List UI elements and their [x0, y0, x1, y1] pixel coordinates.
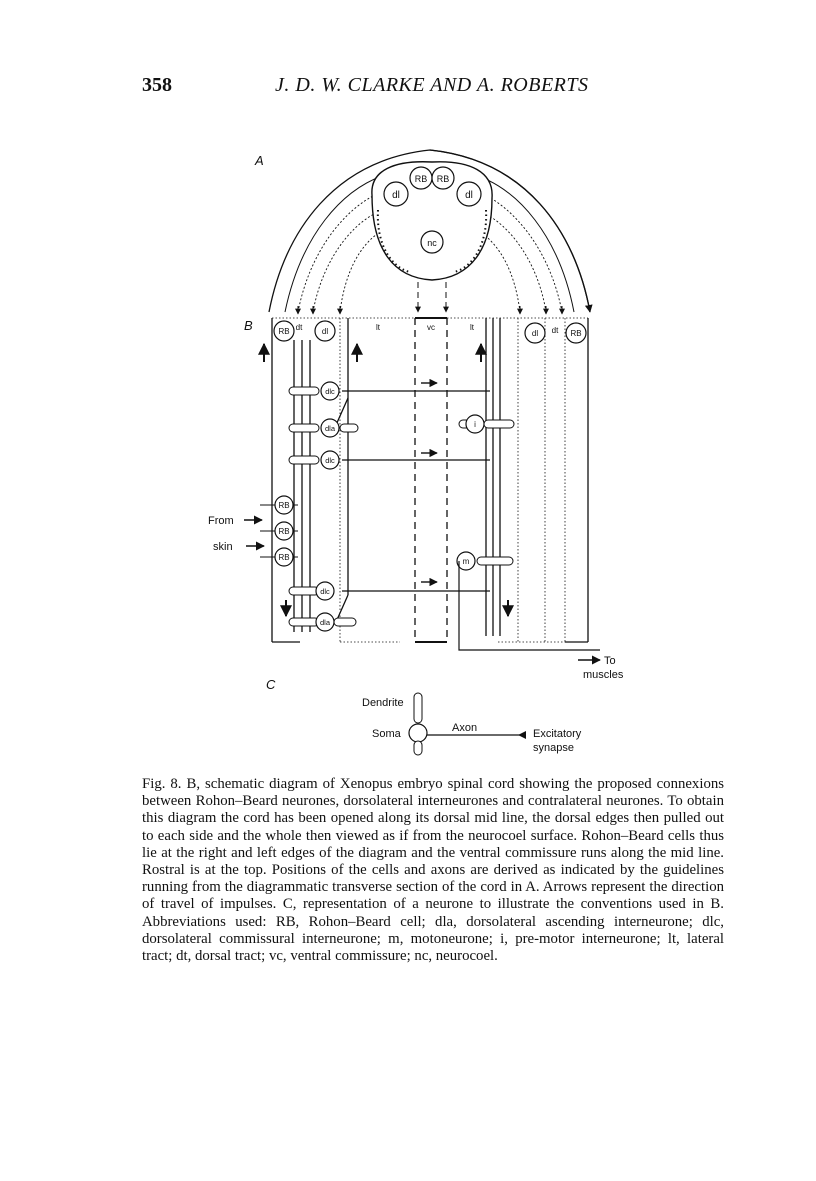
rb-label: RB	[278, 527, 289, 536]
running-title: J. D. W. CLARKE AND A. ROBERTS	[275, 74, 589, 96]
neurocoel	[420, 230, 444, 254]
dl-label: dl	[392, 190, 400, 201]
dlc-label: dlc	[320, 587, 330, 596]
panel-b-label: B	[244, 318, 253, 333]
soma-label: Soma	[372, 728, 402, 740]
synapse-label: synapse	[533, 742, 574, 754]
dla-label: dla	[325, 424, 336, 433]
dlc-cell	[320, 450, 340, 470]
m-label: m	[463, 557, 470, 566]
panel-c-label: C	[266, 677, 276, 692]
panel-a-label: A	[254, 153, 264, 168]
lt-label-right: lt	[470, 323, 475, 332]
axon-label: Axon	[452, 722, 477, 734]
dl-cell-left	[383, 181, 409, 207]
dl-label: dl	[465, 190, 473, 201]
dl-cell-right	[456, 181, 482, 207]
dl-cell	[524, 322, 546, 344]
rb-label: RB	[415, 174, 428, 184]
opened-cord-diagram: dt lt vc lt dt RB dl dl RB	[208, 317, 624, 681]
to-label: To	[604, 655, 616, 667]
dlc-label: dlc	[325, 387, 335, 396]
dt-label-left: dt	[296, 323, 303, 332]
rb-label: RB	[278, 501, 289, 510]
lt-label-left: lt	[376, 323, 381, 332]
i-label: i	[474, 420, 476, 429]
page-number: 358	[142, 74, 172, 96]
rb-label: RB	[278, 553, 289, 562]
page-header: 358 J. D. W. CLARKE AND A. ROBERTS	[0, 70, 816, 106]
figure-8-diagram: A B C RB RB dl dl nc	[208, 149, 624, 756]
m-cell	[456, 551, 476, 571]
transverse-section: RB RB dl dl nc	[268, 149, 593, 315]
rb-label: RB	[437, 174, 450, 184]
figure-caption: Fig. 8. B, schematic diagram of Xenopus …	[142, 776, 724, 965]
dlc-cell	[315, 581, 335, 601]
excitatory-label: Excitatory	[533, 728, 582, 740]
rb-cell	[274, 521, 294, 541]
neurone-legend: Dendrite Soma Axon Excitatory synapse	[362, 692, 582, 756]
dl-cell	[314, 320, 336, 342]
nc-label: nc	[427, 238, 437, 248]
soma-shape	[408, 723, 428, 743]
rb-cell	[565, 322, 587, 344]
dl-label: dl	[532, 329, 538, 338]
dlc-label: dlc	[325, 456, 335, 465]
rb-label: RB	[278, 327, 289, 336]
rb-cell	[274, 547, 294, 567]
caption-text: Fig. 8. B, schematic diagram of Xenopus …	[142, 776, 724, 965]
dt-label-right: dt	[552, 326, 559, 335]
dla-label: dla	[320, 618, 331, 627]
from-label: From	[208, 515, 234, 527]
muscles-label: muscles	[583, 669, 624, 681]
dlc-cell	[320, 381, 340, 401]
dl-label: dl	[322, 327, 328, 336]
skin-label: skin	[213, 541, 233, 553]
dendrite-label: Dendrite	[362, 697, 404, 709]
vc-label: vc	[427, 323, 435, 332]
rb-label: RB	[570, 329, 581, 338]
rb-cell-right	[431, 166, 455, 190]
rb-cell	[273, 320, 295, 342]
rb-cell	[274, 495, 294, 515]
dla-cell	[320, 418, 340, 438]
